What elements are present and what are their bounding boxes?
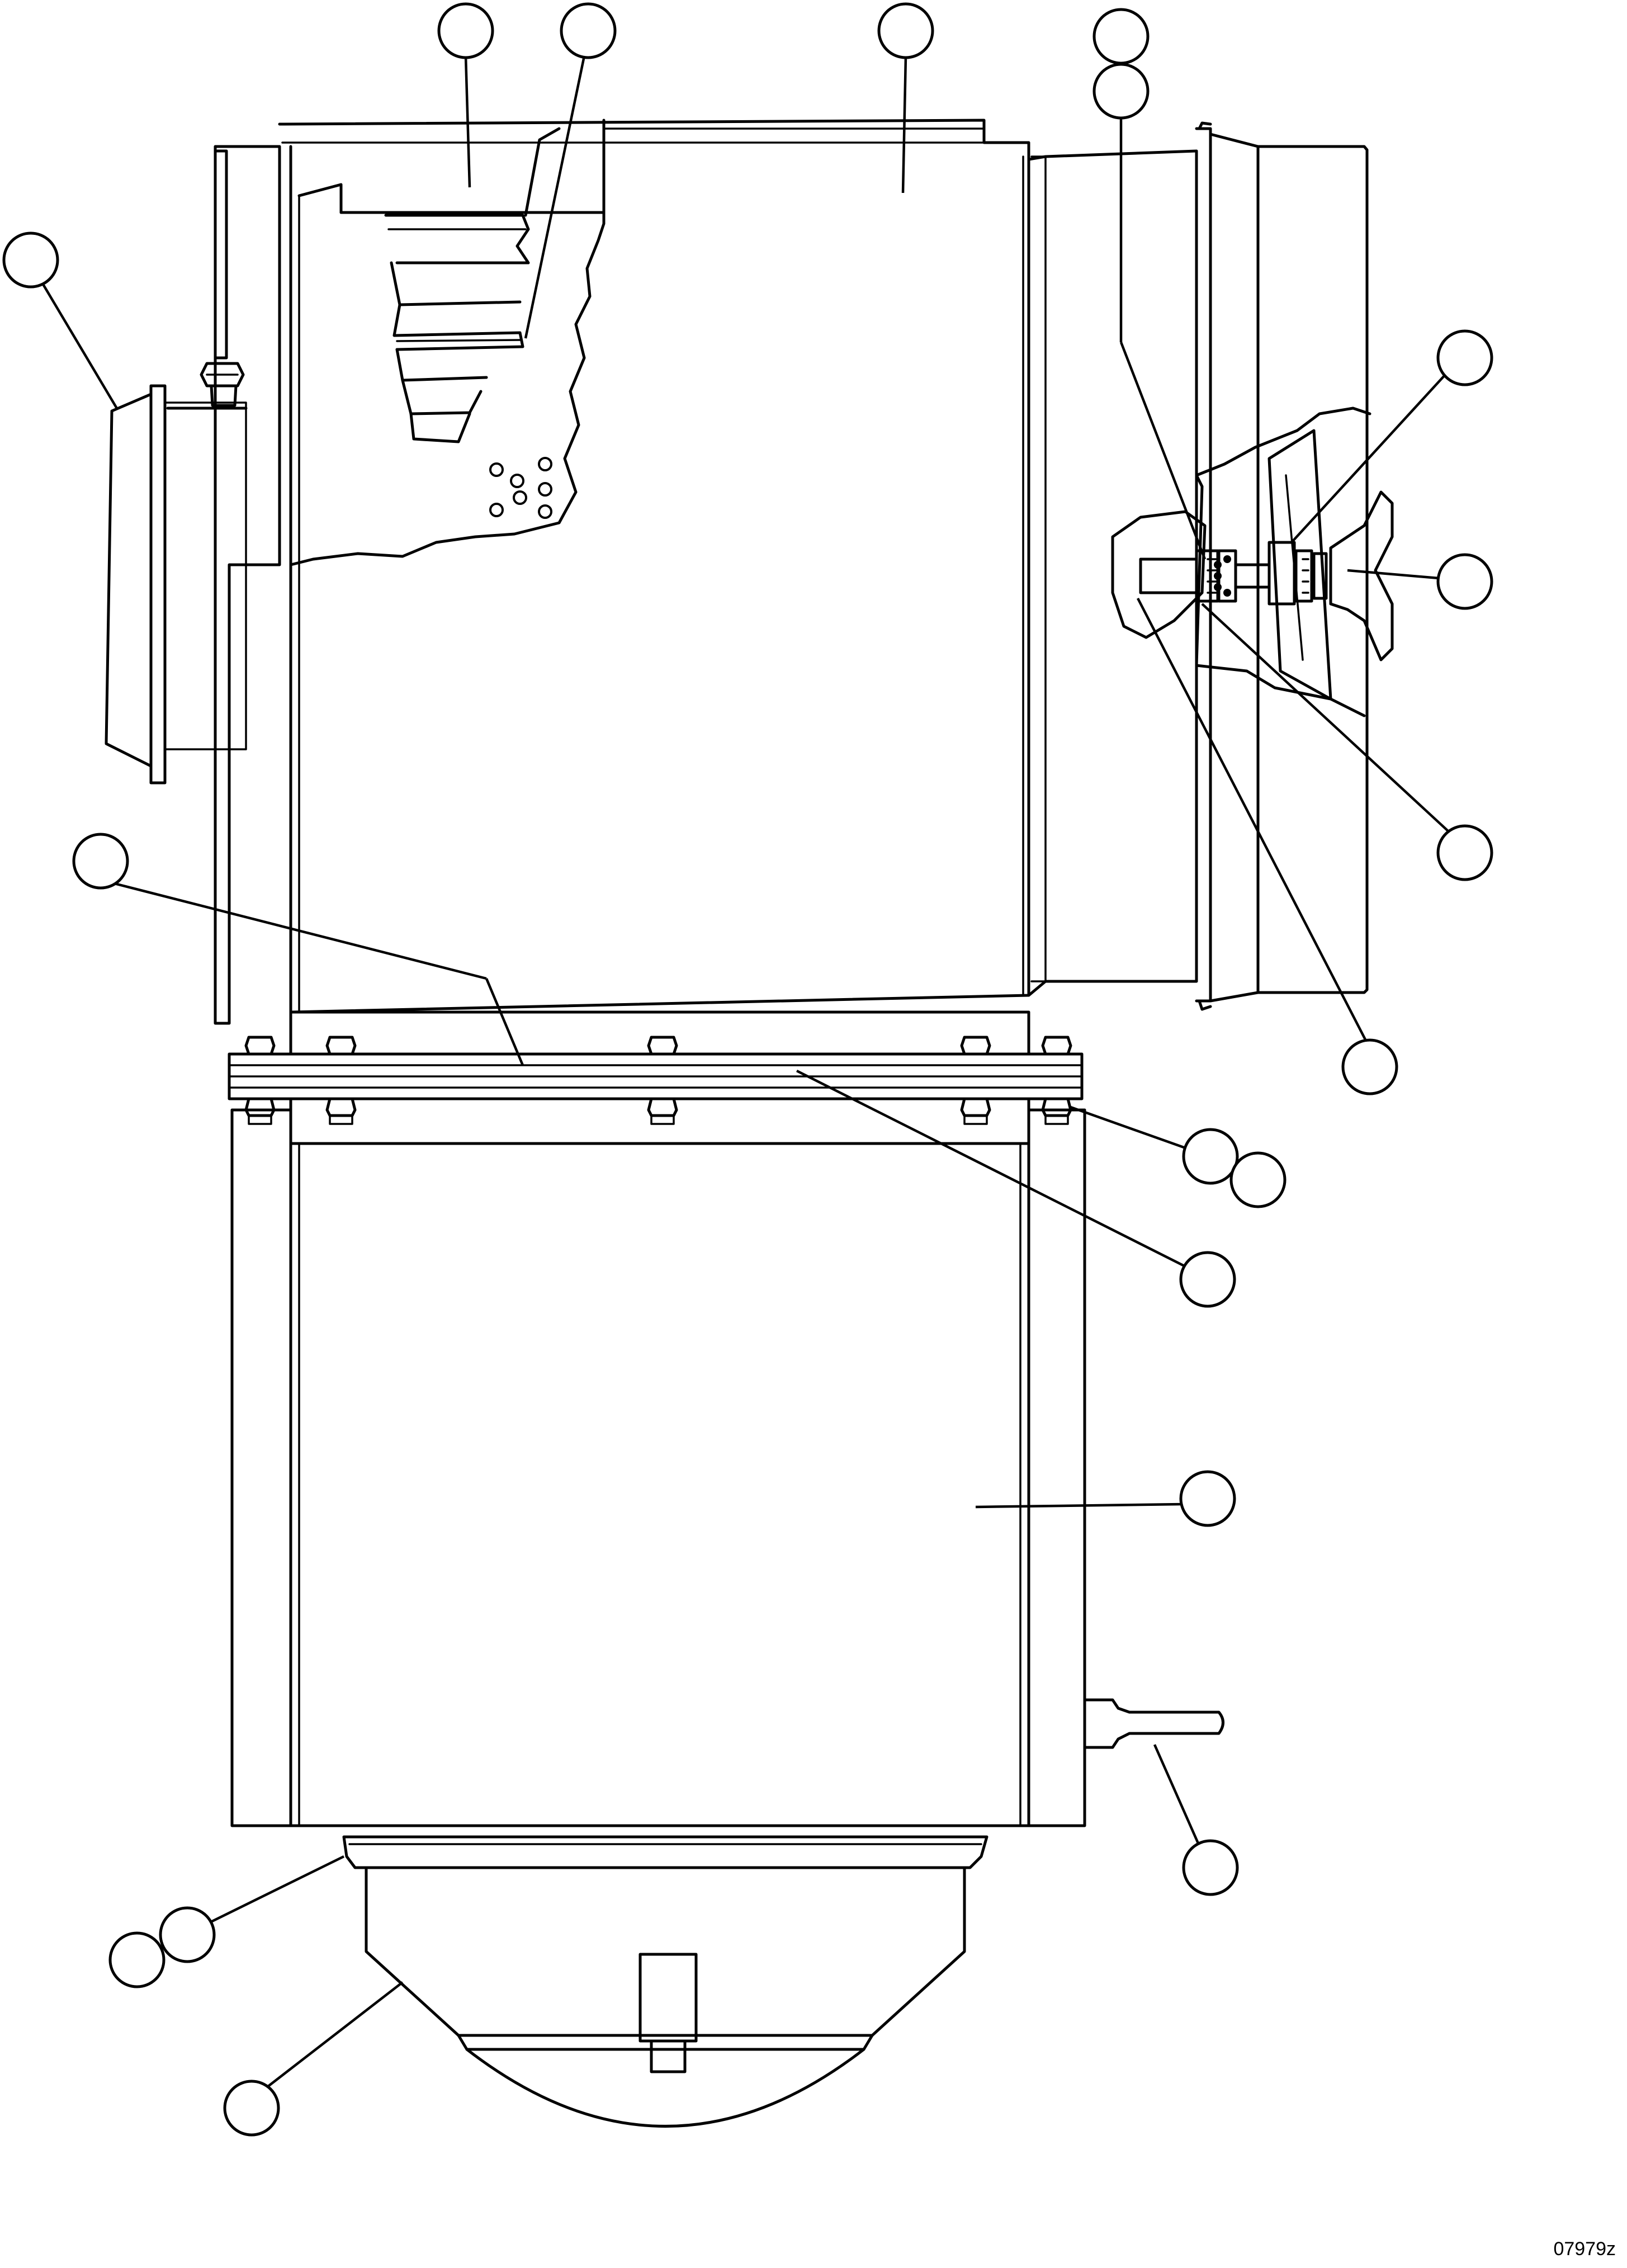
upper-housing <box>214 119 1047 1025</box>
callout-c6 <box>2 231 59 289</box>
callout-c5 <box>1092 63 1150 120</box>
callout-c7 <box>1436 329 1493 386</box>
callout-c3 <box>877 2 934 59</box>
dust-cup <box>342 1835 989 2128</box>
callout-c11 <box>72 833 129 890</box>
callout-circles <box>2 2 1493 2137</box>
leader-lines <box>41 55 1458 2098</box>
callout-c2 <box>560 2 617 59</box>
clamp-nuts-bottom <box>244 1097 1072 1125</box>
callout-c13 <box>1229 1151 1287 1208</box>
callout-c17 <box>159 1906 216 1963</box>
callout-c12 <box>1182 1128 1239 1185</box>
callout-c4 <box>1092 8 1150 65</box>
lower-housing <box>230 1108 1224 1827</box>
drawing-reference-code: 07979z <box>1553 2238 1616 2260</box>
callout-c15 <box>1179 1470 1236 1527</box>
callout-c8 <box>1436 553 1493 610</box>
callout-c1 <box>437 2 494 59</box>
callout-c16 <box>1182 1839 1239 1896</box>
clamp-band <box>228 1010 1084 1145</box>
callout-c19 <box>223 2080 280 2137</box>
cutaway-section <box>289 127 606 566</box>
callout-c18 <box>108 1931 165 1988</box>
callout-c14 <box>1179 1251 1236 1308</box>
inlet-section <box>1027 121 1394 1011</box>
callout-c10 <box>1341 1038 1398 1095</box>
callout-c9 <box>1436 824 1493 881</box>
clamp-bolts-top <box>244 1036 1072 1056</box>
outlet-pipe <box>105 149 248 785</box>
